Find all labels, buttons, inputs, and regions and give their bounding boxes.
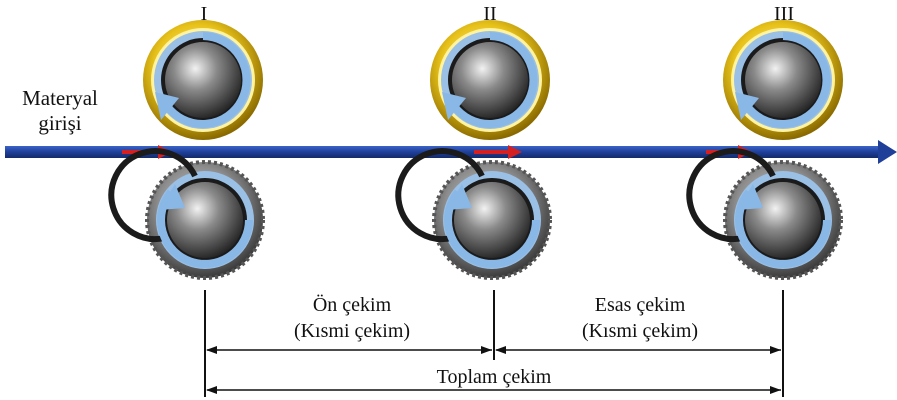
bottom-roller-2 [395, 148, 552, 280]
material-input-line1: Materyal [22, 86, 98, 110]
material-input-line2: girişi [38, 111, 82, 135]
roller-label-2: II [483, 3, 497, 25]
main-draft-label: Esas çekim (Kısmi çekim) [550, 292, 730, 344]
bottom-roller-1 [108, 148, 265, 280]
top-roller-2 [430, 20, 550, 140]
bottom-roller-3 [686, 148, 843, 280]
total-draft-label: Toplam çekim [436, 366, 552, 388]
top-roller-3 [723, 20, 843, 140]
main-draft-line2: (Kısmi çekim) [581, 320, 699, 342]
main-draft-line1: Esas çekim [594, 294, 686, 316]
pre-draft-label: Ön çekim (Kısmi çekim) [262, 292, 442, 344]
material-input-label: Materyal girişi [2, 86, 118, 136]
pre-draft-line2: (Kısmi çekim) [293, 320, 411, 342]
roller-label-1: I [200, 3, 208, 25]
roller-label-3: III [774, 3, 794, 25]
feed-arrow-2 [474, 145, 522, 159]
pre-draft-line1: Ön çekim [312, 294, 392, 316]
top-roller-1 [143, 20, 263, 140]
